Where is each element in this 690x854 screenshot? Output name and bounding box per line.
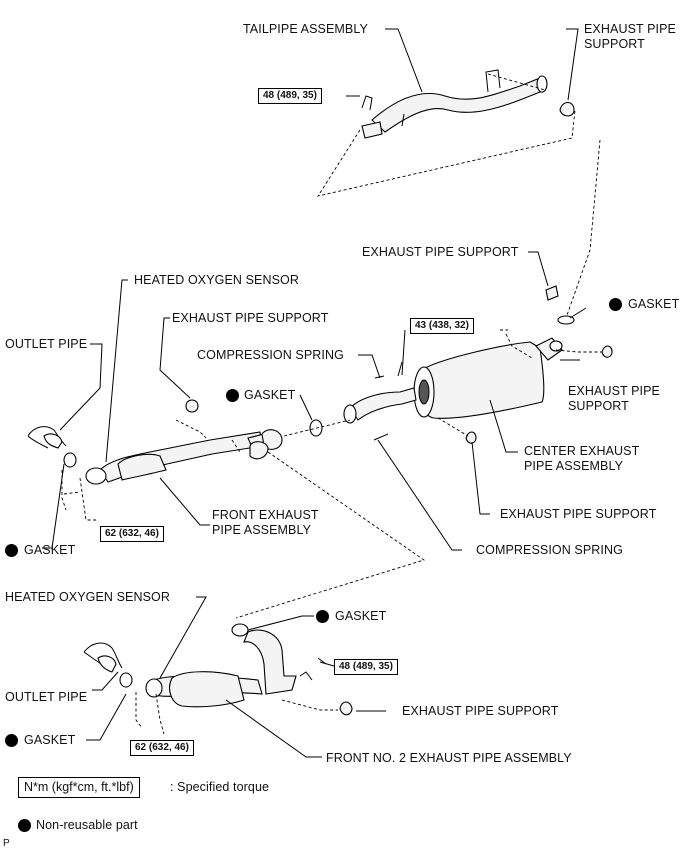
front-no2-leaders (86, 596, 386, 758)
nonreusable-dot-icon (316, 610, 329, 623)
footer-code: P (3, 838, 10, 849)
exhaust-pipe-support-mid-label: EXHAUST PIPE SUPPORT (362, 245, 519, 259)
gasket-center-label: GASKET (244, 388, 296, 402)
compression-spring-2-label: COMPRESSION SPRING (476, 543, 623, 557)
heated-oxygen-sensor-1-label: HEATED OXYGEN SENSOR (134, 273, 299, 287)
outlet-pipe-2-drawing (83, 642, 123, 673)
tailpipe-leaders (317, 28, 579, 197)
middle-to-lower-line (235, 451, 426, 619)
exhaust-pipe-support-left-label: EXHAUST PIPE SUPPORT (172, 311, 329, 325)
nonreusable-dot-icon (5, 544, 18, 557)
front-exhaust-pipe-drawing (63, 399, 323, 485)
tailpipe-assembly-drawing (361, 69, 575, 139)
gasket-lower-label: GASKET (335, 609, 387, 623)
torque-front-no2-lower: 62 (632, 46) (130, 740, 194, 756)
legend-torque-description: : Specified torque (170, 780, 270, 794)
compression-spring-1-label: COMPRESSION SPRING (197, 348, 344, 362)
tailpipe-to-gasket-line (565, 139, 601, 319)
front-no2-exhaust-pipe-assembly-label: FRONT NO. 2 EXHAUST PIPE ASSEMBLY (326, 751, 572, 765)
torque-front-no2-upper: 48 (489, 35) (334, 659, 398, 675)
exhaust-pipe-support-bottom-label: EXHAUST PIPE SUPPORT (402, 704, 559, 718)
gasket-bottom-left-label: GASKET (24, 733, 76, 747)
legend-nonreusable-dot-icon (18, 819, 31, 832)
tailpipe-assembly-label: TAILPIPE ASSEMBLY (243, 22, 368, 36)
nonreusable-dot-icon (226, 389, 239, 402)
nonreusable-dot-icon (5, 734, 18, 747)
outlet-pipe-1-drawing (27, 426, 67, 449)
exhaust-pipe-support-top-label: EXHAUST PIPE SUPPORT (584, 22, 676, 51)
heated-oxygen-sensor-2-label: HEATED OXYGEN SENSOR (5, 590, 170, 604)
exhaust-pipe-support-lower-right-label: EXHAUST PIPE SUPPORT (500, 507, 657, 521)
torque-front: 62 (632, 46) (100, 526, 164, 542)
torque-tailpipe: 48 (489, 35) (258, 88, 322, 104)
outlet-pipe-2-label: OUTLET PIPE (5, 690, 88, 704)
gasket-left-label: GASKET (24, 543, 76, 557)
front-leaders (42, 279, 351, 549)
outlet-pipe-1-label: OUTLET PIPE (5, 337, 88, 351)
exhaust-pipe-support-right-label: EXHAUST PIPE SUPPORT (568, 384, 660, 413)
center-exhaust-pipe-assembly-label: CENTER EXHAUST PIPE ASSEMBLY (524, 444, 640, 473)
front-no2-exhaust-pipe-drawing (119, 623, 353, 716)
nonreusable-dot-icon (609, 298, 622, 311)
center-exhaust-pipe-drawing (343, 285, 613, 444)
gasket-right-label: GASKET (628, 297, 680, 311)
front-exhaust-pipe-assembly-label: FRONT EXHAUST PIPE ASSEMBLY (212, 508, 319, 537)
center-leaders (358, 251, 602, 551)
torque-center: 43 (438, 32) (410, 318, 474, 334)
legend-torque-box: N*m (kgf*cm, ft.*lbf) (18, 777, 140, 798)
legend-nonreusable-label: Non-reusable part (36, 818, 138, 832)
